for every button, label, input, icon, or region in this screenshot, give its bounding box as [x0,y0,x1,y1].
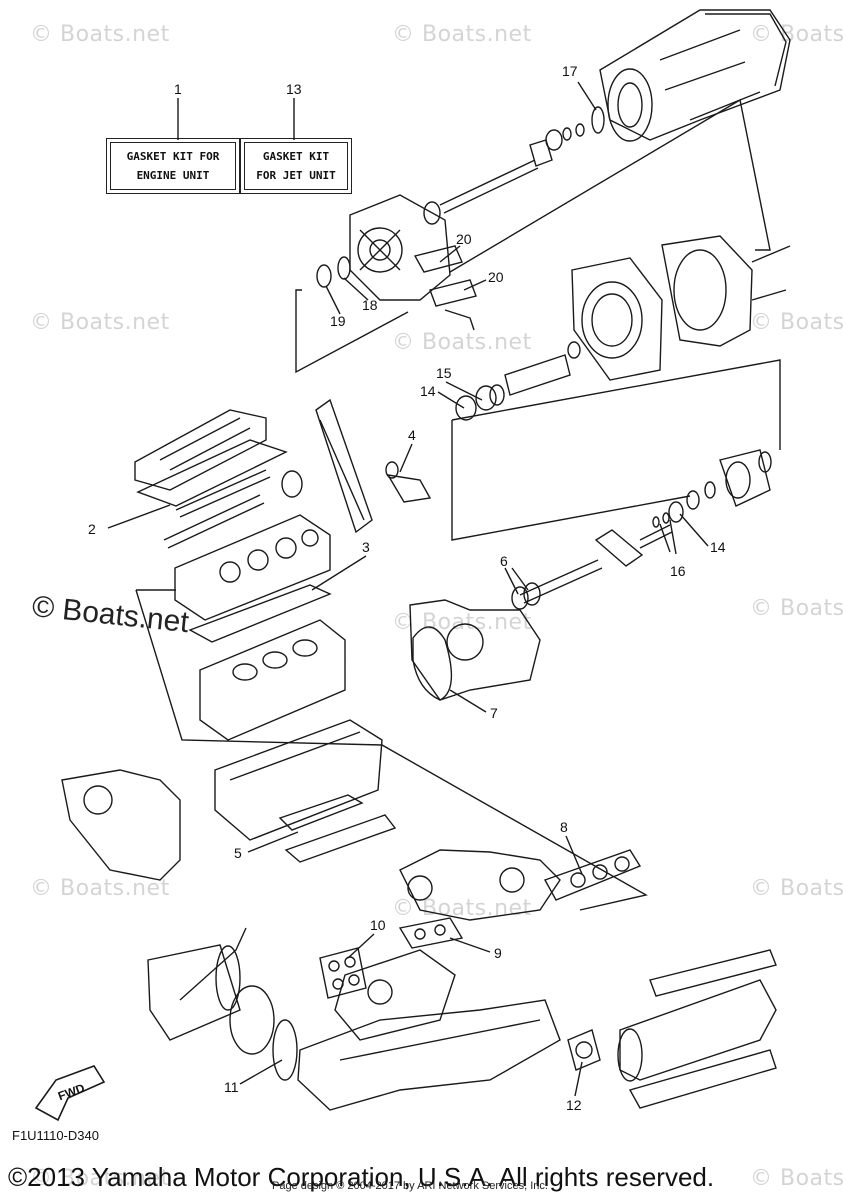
watermark: © Boats.net [392,22,532,47]
callout-number: 11 [224,1079,239,1095]
watermark: © Boats.net [750,310,843,335]
joint-ring [229,985,275,1055]
callout-number: 8 [560,819,568,835]
drive-cover [409,599,541,701]
kit-line: FOR JET UNIT [256,169,336,182]
gasket-kit-engine-label: GASKET KIT FOR ENGINE UNIT [106,138,240,194]
exhaust-pipe [334,949,456,1041]
watermark: © Boats.net [30,22,170,47]
kit-line: GASKET KIT FOR [126,150,220,163]
callout-number: 7 [490,705,498,721]
exhaust-gasket-8 [543,849,642,901]
bearing-housing [652,449,772,528]
watermark: © Boats.net [30,1166,170,1191]
watermark: © Boats.net [30,876,170,901]
gasket-kit-jet-label: GASKET KIT FOR JET UNIT [240,138,352,194]
fwd-arrow-icon: FWD [34,1065,106,1122]
callout-number: 13 [286,81,302,97]
callout-number: 20 [456,231,472,247]
page-credit: Page design © 2004-2017 by ARI Network S… [272,1180,548,1192]
callout-number: 5 [234,845,242,861]
callout-number: 18 [362,297,378,313]
callout-number: 6 [500,553,508,569]
head-gasket-3 [188,584,332,643]
intermediate-housing-plate [571,257,663,381]
watermark: © Boats.net [750,22,843,47]
drive-shaft-bearings [423,123,585,225]
camshaft [163,469,303,549]
callout-number: 2 [88,521,96,537]
gasket-9 [398,917,464,949]
gasket-20 [413,245,477,331]
water-lock-pipe [297,999,561,1111]
jet-pump-housing-outlet [599,9,791,142]
gasket-12 [567,1029,601,1071]
crankcase [214,719,383,841]
seal-18 [337,256,351,280]
watermark: © Boats.net [392,610,532,635]
callout-number: 1 [174,81,182,97]
copyright-notice: ©2013 Yamaha Motor Corporation, U.S.A. A… [8,1162,715,1192]
watermark: © Boats.net [750,876,843,901]
impeller-housing [349,194,451,301]
gasket-10 [319,947,367,999]
callout-number: 14 [420,383,436,399]
coupling-shaft [455,341,581,421]
cylinder-head [174,514,331,621]
watermark: © Boats.net [750,1166,843,1191]
callout-number: 16 [670,563,686,579]
callout-number: 15 [436,365,452,381]
cover-gasket-2 [136,439,288,507]
callout-number: 12 [566,1097,582,1113]
output-shaft [511,524,673,610]
callout-number: 14 [710,539,726,555]
muffler [147,944,241,1041]
kit-line: ENGINE UNIT [136,169,210,182]
seal-19 [316,264,332,288]
watermark: © Boats.net [30,310,170,335]
exhaust-manifold [399,849,561,921]
callout-number: 10 [370,917,386,933]
cylinder-head-cover [134,409,267,491]
callout-number: 9 [494,945,502,961]
exhaust-outlet-pipe [617,949,777,1109]
callout-number: 17 [562,63,578,79]
o-ring-17 [591,106,605,134]
gasket-11 [272,1019,298,1081]
timing-chain [315,398,373,534]
callout-number: 3 [362,539,370,555]
oil-pan-gaskets [278,794,397,863]
watermark: © Boats.net [392,330,532,355]
diagram-code: F1U1110-D340 [12,1128,99,1143]
kit-line: GASKET KIT [262,150,330,163]
chain-tensioner [385,461,432,503]
cylinder-block [199,619,346,741]
jet-intake-duct [661,235,791,347]
callout-number: 20 [488,269,504,285]
callout-number: 4 [408,427,416,443]
stator-cover [61,769,181,881]
watermark: © Boats.net [750,596,843,621]
callout-number: 19 [330,313,346,329]
